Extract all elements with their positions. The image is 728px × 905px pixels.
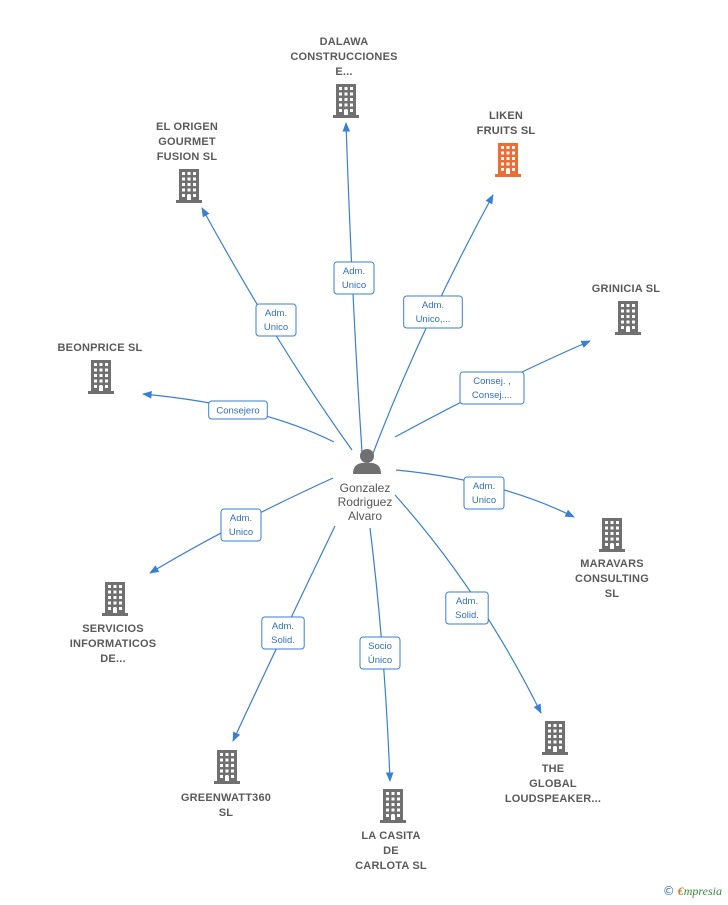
company-name-line: E...: [335, 66, 352, 78]
relation-label-box: [463, 476, 505, 510]
company-name-line: DE...: [100, 653, 125, 665]
company-name-line: FRUITS SL: [477, 125, 536, 137]
building-icon[interactable]: [333, 84, 359, 118]
building-icon[interactable]: [102, 582, 128, 616]
relation-label-line: Consej....: [472, 390, 512, 401]
relation-label-line: Solid.: [271, 635, 295, 646]
relation-label-box: [445, 591, 489, 625]
relation-edge-grinicia[interactable]: Consej. , Consej....: [394, 340, 591, 438]
relation-label-line: Unico: [342, 280, 366, 291]
relation-edge-el-origen[interactable]: Adm. Unico: [201, 207, 353, 451]
company-node-the-global[interactable]: THE GLOBAL LOUDSPEAKER...: [505, 721, 601, 805]
relation-label-box: [403, 295, 463, 329]
company-name-line: SERVICIOS: [82, 623, 144, 635]
company-name-line: FUSION SL: [157, 151, 218, 163]
company-name-line: CONSULTING: [575, 573, 649, 585]
company-name-line: GREENWATT360: [181, 792, 271, 804]
empresia-watermark: ©€mpresia: [663, 884, 722, 899]
relation-edge-liken[interactable]: Adm. Unico,...: [371, 194, 494, 457]
company-name-line: GLOBAL: [529, 778, 577, 790]
company-name-line: LIKEN: [489, 110, 523, 122]
company-name-line: LOUDSPEAKER...: [505, 793, 601, 805]
relation-edge-maravars[interactable]: Adm. Unico: [395, 469, 575, 518]
building-icon[interactable]: [88, 360, 114, 394]
person-name-line: Alvaro: [348, 509, 382, 523]
brand-name: mpresia: [683, 884, 722, 898]
company-name-line: EL ORIGEN: [156, 121, 218, 133]
company-name-line: SL: [219, 807, 234, 819]
company-node-el-origen[interactable]: EL ORIGEN GOURMET FUSION SL: [156, 121, 218, 203]
relation-label-line: Unico,...: [416, 314, 451, 325]
relation-label-line: Consej. ,: [473, 376, 511, 387]
person-name-line: Rodriguez: [338, 495, 393, 509]
relation-label-box: [208, 400, 268, 420]
building-icon[interactable]: [495, 143, 521, 177]
company-name-line: DE: [383, 845, 399, 857]
relation-label-box: [261, 616, 305, 650]
company-name-line: DALAWA: [320, 36, 369, 48]
relation-label-line: Solid.: [455, 610, 479, 621]
company-name-line: BEONPRICE SL: [58, 342, 143, 354]
relation-edge-the-global[interactable]: Adm. Solid.: [394, 494, 542, 714]
building-icon[interactable]: [380, 789, 406, 823]
copyright-symbol: ©: [662, 884, 675, 898]
company-name-line: SL: [605, 588, 620, 600]
relation-label-box: [459, 371, 525, 405]
company-node-la-casita[interactable]: LA CASITA DE CARLOTA SL: [355, 789, 427, 872]
brand-initial: €: [677, 884, 684, 898]
relation-label-line: Unico: [229, 527, 253, 538]
company-name-line: MARAVARS: [580, 558, 644, 570]
company-name-line: INFORMATICOS: [70, 638, 157, 650]
company-node-dalawa[interactable]: DALAWA CONSTRUCCIONES E...: [290, 36, 397, 118]
relation-label-box: [220, 508, 262, 542]
relation-label-line: Unico: [264, 322, 288, 333]
relation-label-box: [255, 303, 297, 337]
relation-label-line: Adm.: [343, 266, 365, 277]
building-icon[interactable]: [615, 301, 641, 335]
relation-label-line: Consejero: [216, 406, 259, 417]
company-node-servicios[interactable]: SERVICIOS INFORMATICOS DE...: [70, 582, 157, 665]
company-name-line: CARLOTA SL: [355, 860, 427, 872]
relation-label-line: Único: [368, 655, 392, 666]
relation-label-line: Adm.: [473, 481, 495, 492]
relation-edge-greenwatt[interactable]: Adm. Solid.: [232, 525, 336, 742]
person-name-line: Gonzalez: [340, 481, 391, 495]
relation-edge-servicios[interactable]: Adm. Unico: [149, 477, 334, 574]
building-icon[interactable]: [542, 721, 568, 755]
relation-label-line: Adm.: [265, 308, 287, 319]
company-name-line: GRINICIA SL: [592, 283, 660, 295]
person-icon: [353, 449, 381, 474]
company-node-grinicia[interactable]: GRINICIA SL: [592, 283, 660, 335]
relation-edge-beonprice[interactable]: Consejero: [142, 390, 335, 443]
relation-label-box: [359, 636, 401, 670]
building-icon[interactable]: [214, 750, 240, 784]
building-icon[interactable]: [176, 169, 202, 203]
company-node-liken[interactable]: LIKEN FRUITS SL: [477, 110, 536, 177]
company-name-line: LA CASITA: [361, 830, 420, 842]
edge-line: [201, 207, 353, 451]
relation-edge-dalawa[interactable]: Adm. Unico: [333, 122, 375, 453]
company-node-maravars[interactable]: MARAVARS CONSULTING SL: [575, 518, 649, 600]
relation-label-line: Socio: [368, 641, 392, 652]
relation-label-line: Unico: [472, 495, 496, 506]
company-name-line: CONSTRUCCIONES: [290, 51, 397, 63]
building-icon[interactable]: [599, 518, 625, 552]
relation-label-line: Adm.: [422, 300, 444, 311]
relation-label-line: Adm.: [272, 621, 294, 632]
company-name-line: THE: [542, 763, 565, 775]
relation-label-line: Adm.: [230, 513, 252, 524]
company-node-beonprice[interactable]: BEONPRICE SL: [58, 342, 143, 394]
relation-label-line: Adm.: [456, 596, 478, 607]
company-name-line: GOURMET: [158, 136, 216, 148]
relation-label-box: [333, 261, 375, 295]
